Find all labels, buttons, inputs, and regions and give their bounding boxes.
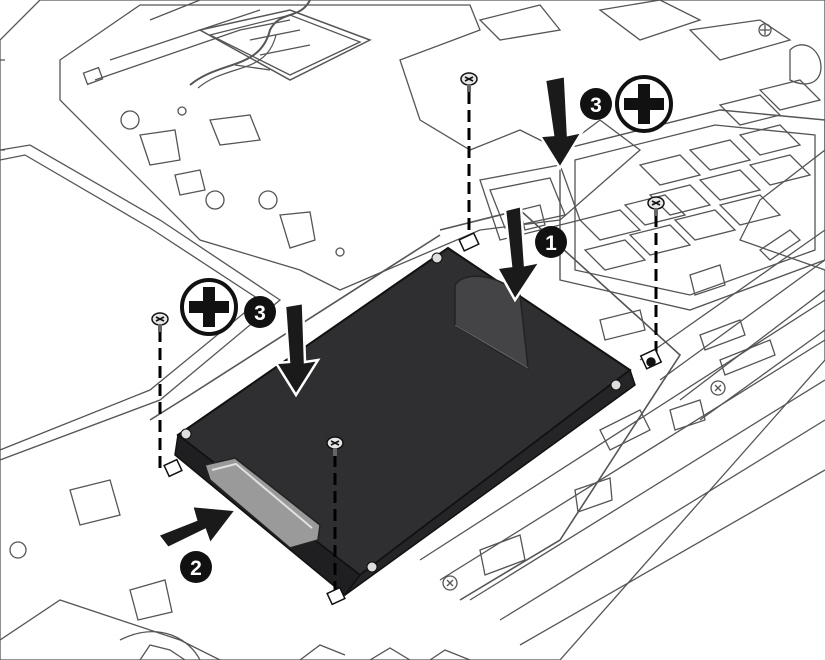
arrow-down-icon <box>537 74 585 171</box>
bay-screw-holes <box>163 232 663 606</box>
step-badge-3-top: 3 <box>580 88 612 120</box>
arrow-right-icon <box>155 504 239 550</box>
hard-drive <box>174 246 636 597</box>
svg-text:1: 1 <box>545 232 557 255</box>
step-badge-3-left: 3 <box>244 296 276 328</box>
step-badge-2: 2 <box>180 551 212 583</box>
memory-chips <box>578 79 822 271</box>
svg-text:3: 3 <box>254 302 266 325</box>
svg-text:2: 2 <box>190 557 202 580</box>
arrow-down-icon <box>495 204 543 303</box>
arrow-down-icon <box>273 301 321 398</box>
screw-guides <box>158 92 658 600</box>
step-badge-1: 1 <box>535 226 567 258</box>
screw-icon <box>647 196 665 216</box>
plus-icon <box>615 75 673 133</box>
screw-icon <box>460 72 478 92</box>
svg-text:3: 3 <box>590 94 602 117</box>
drive-mount-screws <box>180 252 622 573</box>
screw-icon <box>151 312 169 332</box>
screw-icon <box>326 436 344 456</box>
drive-connector <box>204 457 321 549</box>
plus-icon <box>180 278 238 336</box>
